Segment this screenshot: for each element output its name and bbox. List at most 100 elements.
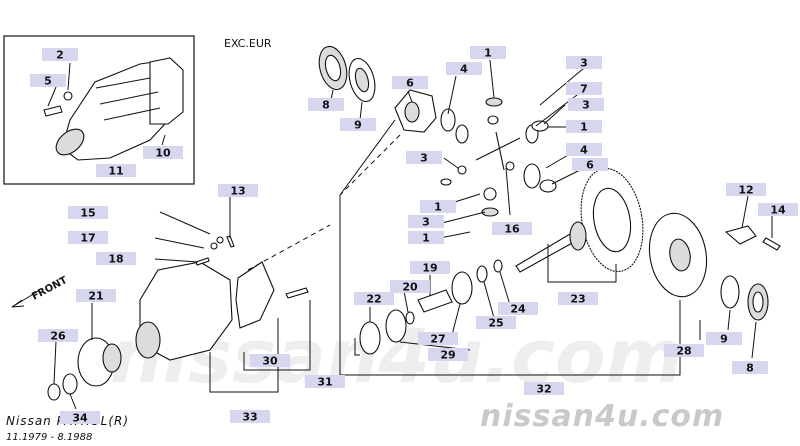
callout-1: 1 <box>408 231 444 245</box>
callout-box <box>706 332 742 345</box>
callout-box <box>492 222 532 235</box>
callout-box <box>390 280 430 293</box>
callout-number: 32 <box>536 383 551 396</box>
leader-lines <box>47 59 773 410</box>
pinion-washer-top <box>485 97 503 107</box>
callout-box <box>354 292 394 305</box>
callout-box <box>664 344 704 357</box>
thrust-washers-lower <box>440 161 515 217</box>
callout-number: 30 <box>262 355 278 368</box>
callout-11: 11 <box>96 164 136 178</box>
callout-8: 8 <box>308 98 344 112</box>
callout-6: 6 <box>392 76 428 90</box>
callout-27: 27 <box>418 332 458 346</box>
callout-box <box>566 56 602 69</box>
callout-box <box>420 200 456 213</box>
callout-number: 9 <box>720 333 728 346</box>
callout-12: 12 <box>726 183 766 197</box>
callout-13: 13 <box>218 184 258 198</box>
side-gear-lower <box>523 163 557 193</box>
callout-box <box>38 329 78 342</box>
callout-number: 22 <box>366 293 381 306</box>
callout-9: 9 <box>706 332 742 346</box>
variant-label: EXC.EUR <box>224 37 272 50</box>
bolt-right <box>762 237 781 251</box>
callout-number: 6 <box>586 159 594 172</box>
callout-number: 26 <box>50 330 66 343</box>
studs-and-washers <box>195 235 235 266</box>
callout-3: 3 <box>566 56 602 70</box>
callout-33: 33 <box>230 410 270 424</box>
callout-number: 11 <box>108 165 123 178</box>
callout-4: 4 <box>446 62 482 76</box>
callout-number: 24 <box>510 303 526 316</box>
callout-number: 19 <box>422 262 437 275</box>
callout-box <box>410 261 450 274</box>
callout-22: 22 <box>354 292 394 306</box>
bearing-right-cone <box>720 275 740 309</box>
callout-number: 6 <box>406 77 414 90</box>
callout-1: 1 <box>566 120 602 134</box>
callout-26: 26 <box>38 329 78 343</box>
callout-number: 10 <box>155 147 171 160</box>
pinion-shaft <box>475 115 521 171</box>
front-label: FRONT <box>30 275 69 303</box>
callout-number: 8 <box>322 99 330 112</box>
bearing-right-cup <box>747 283 769 321</box>
callout-number: 25 <box>488 317 503 330</box>
callout-14: 14 <box>758 203 798 217</box>
companion-flange <box>77 337 122 387</box>
callout-box <box>572 158 608 171</box>
collapsible-spacer <box>417 289 453 313</box>
callout-number: 29 <box>440 349 455 362</box>
callout-1: 1 <box>420 200 456 214</box>
callout-box <box>68 231 108 244</box>
callout-box <box>408 231 444 244</box>
callout-17: 17 <box>68 231 108 245</box>
side-gear-upper <box>440 108 469 144</box>
callout-box <box>68 206 108 219</box>
callout-31: 31 <box>305 375 345 389</box>
callout-number: 16 <box>504 223 520 236</box>
callout-box <box>392 76 428 89</box>
callout-34: 34 <box>60 411 100 425</box>
callout-number: 2 <box>56 49 64 62</box>
callout-number: 3 <box>582 99 590 112</box>
callout-number: 34 <box>72 412 88 425</box>
callout-number: 15 <box>80 207 95 220</box>
oil-seal <box>359 321 381 355</box>
callout-8: 8 <box>732 361 768 375</box>
callout-number: 5 <box>44 75 52 88</box>
callout-16: 16 <box>492 222 532 236</box>
callout-18: 18 <box>96 252 136 266</box>
callout-29: 29 <box>428 348 468 362</box>
callout-box <box>568 98 604 111</box>
callout-number: 3 <box>422 216 430 229</box>
callout-box <box>566 120 602 133</box>
callout-box <box>498 302 538 315</box>
pinion-bearing-rear <box>451 271 473 305</box>
callout-7: 7 <box>566 82 602 96</box>
callout-box <box>428 348 468 361</box>
callout-box <box>218 184 258 197</box>
callout-23: 23 <box>558 292 598 306</box>
callout-5: 5 <box>30 74 66 88</box>
callout-box <box>418 332 458 345</box>
callout-number: 4 <box>460 63 468 76</box>
callout-number: 33 <box>242 411 257 424</box>
callout-box <box>446 62 482 75</box>
callout-4: 4 <box>566 143 602 157</box>
callout-24: 24 <box>498 302 538 316</box>
callout-3: 3 <box>568 98 604 112</box>
callout-number: 31 <box>317 376 332 389</box>
callout-box <box>406 151 442 164</box>
callout-box <box>250 354 290 367</box>
callout-28: 28 <box>664 344 704 358</box>
cap-bolt <box>285 287 309 299</box>
callout-6: 6 <box>572 158 608 172</box>
pilot-bearing <box>385 309 407 343</box>
callout-box <box>758 203 798 216</box>
differential-case-right <box>648 212 708 298</box>
